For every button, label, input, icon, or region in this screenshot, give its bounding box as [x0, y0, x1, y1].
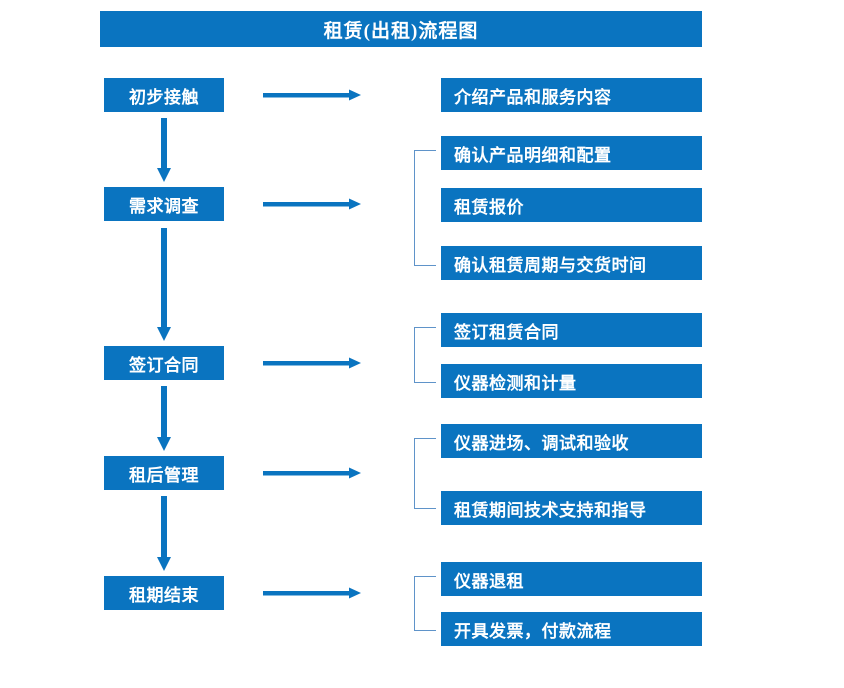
group-bracket-4	[414, 438, 436, 509]
detail-label-5-2: 开具发票，付款流程	[454, 621, 612, 641]
detail-box-2-3[interactable]: 确认租赁周期与交货时间	[441, 246, 702, 280]
diagram-title: 租赁(出租)流程图	[100, 11, 702, 47]
detail-box-3-1[interactable]: 签订租赁合同	[441, 313, 702, 347]
detail-box-4-2[interactable]: 租赁期间技术支持和指导	[441, 491, 702, 525]
group-bracket-3	[414, 327, 436, 383]
detail-box-2-2[interactable]: 租赁报价	[441, 188, 702, 222]
stage-label-1: 初步接触	[129, 87, 199, 107]
detail-label-3-2: 仪器检测和计量	[454, 373, 577, 393]
flow-arrow-down-4-5	[157, 496, 171, 571]
stage-box-2[interactable]: 需求调查	[104, 187, 224, 221]
stage-label-2: 需求调查	[129, 196, 199, 216]
group-bracket-5	[414, 576, 436, 631]
detail-box-3-2[interactable]: 仪器检测和计量	[441, 364, 702, 398]
flow-arrow-down-3-4	[157, 386, 171, 451]
detail-label-1-1: 介绍产品和服务内容	[454, 87, 612, 107]
group-bracket-2	[414, 150, 436, 266]
detail-box-1-1[interactable]: 介绍产品和服务内容	[441, 78, 702, 112]
detail-label-3-1: 签订租赁合同	[454, 322, 559, 342]
link-arrow-right-2	[263, 198, 361, 210]
detail-label-2-2: 租赁报价	[454, 197, 524, 217]
stage-box-5[interactable]: 租期结束	[104, 576, 224, 610]
detail-label-2-3: 确认租赁周期与交货时间	[454, 255, 647, 275]
detail-label-2-1: 确认产品明细和配置	[454, 145, 612, 165]
link-arrow-right-3	[263, 357, 361, 369]
stage-box-1[interactable]: 初步接触	[104, 78, 224, 112]
link-arrow-right-4	[263, 467, 361, 479]
stage-box-3[interactable]: 签订合同	[104, 346, 224, 380]
detail-box-2-1[interactable]: 确认产品明细和配置	[441, 136, 702, 170]
link-arrow-right-1	[263, 89, 361, 101]
flow-arrow-down-1-2	[157, 118, 171, 182]
link-arrow-right-5	[263, 587, 361, 599]
detail-box-4-1[interactable]: 仪器进场、调试和验收	[441, 424, 702, 458]
stage-label-3: 签订合同	[129, 355, 199, 375]
stage-label-5: 租期结束	[129, 585, 199, 605]
flow-arrow-down-2-3	[157, 228, 171, 341]
stage-label-4: 租后管理	[129, 465, 199, 485]
stage-box-4[interactable]: 租后管理	[104, 456, 224, 490]
detail-label-5-1: 仪器退租	[454, 571, 524, 591]
detail-box-5-1[interactable]: 仪器退租	[441, 562, 702, 596]
detail-label-4-1: 仪器进场、调试和验收	[454, 433, 629, 453]
detail-box-5-2[interactable]: 开具发票，付款流程	[441, 612, 702, 646]
detail-label-4-2: 租赁期间技术支持和指导	[454, 500, 647, 520]
